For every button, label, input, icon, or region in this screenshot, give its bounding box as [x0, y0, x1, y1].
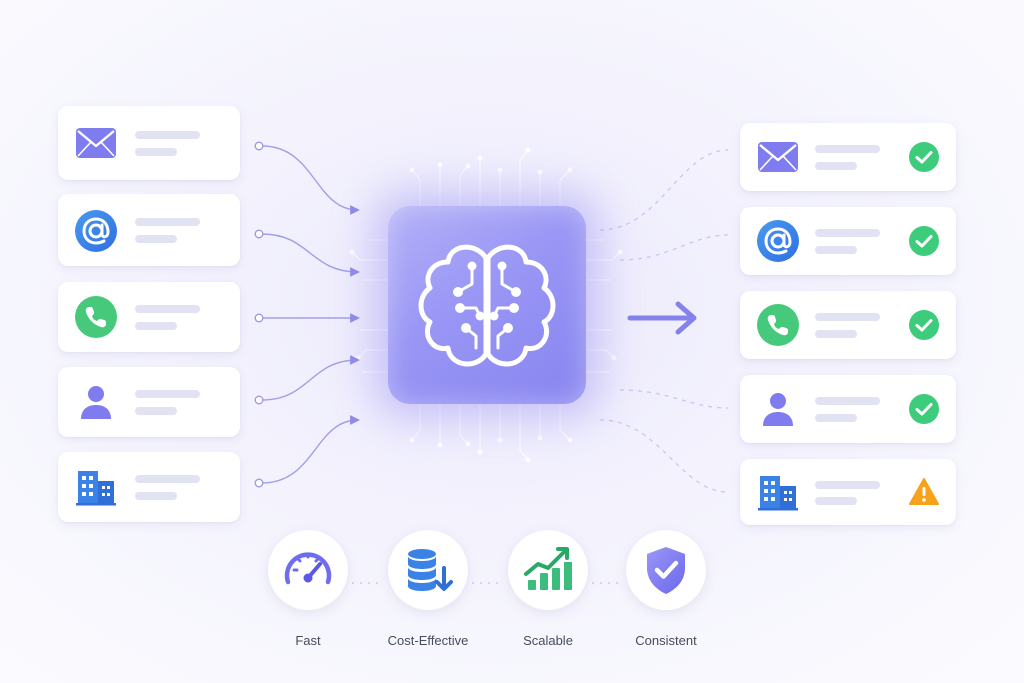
input-card-building — [58, 452, 240, 522]
output-card-at-sign — [740, 207, 956, 275]
person-icon — [81, 386, 111, 419]
output-card-phone — [740, 291, 956, 359]
text-placeholder-line — [815, 481, 880, 489]
person-icon — [763, 393, 793, 426]
check-icon — [909, 226, 939, 256]
input-card-at-sign — [58, 194, 240, 266]
text-placeholder-line — [135, 305, 200, 313]
input-card-person — [58, 367, 240, 437]
text-placeholder-line — [815, 313, 880, 321]
shield-check-icon — [647, 547, 685, 594]
input-card-phone — [58, 282, 240, 352]
text-placeholder-line — [815, 397, 880, 405]
feature-label: Cost-Effective — [387, 633, 469, 648]
building-icon — [758, 476, 798, 511]
building-icon — [76, 471, 116, 506]
at-sign-icon — [757, 220, 799, 262]
feature-icon-circle — [388, 530, 468, 610]
feature-label: Consistent — [635, 633, 697, 648]
text-placeholder-line — [815, 229, 880, 237]
check-icon — [909, 310, 939, 340]
text-placeholder-line — [135, 148, 177, 156]
text-placeholder-line — [135, 235, 177, 243]
feature-label: Scalable — [523, 633, 573, 648]
text-placeholder-line — [815, 497, 857, 505]
brain-chip-icon — [418, 244, 556, 367]
feature-icon-circle — [626, 530, 706, 610]
text-placeholder-line — [135, 492, 177, 500]
output-card-email — [740, 123, 956, 191]
feature-consistent: Consistent — [591, 530, 741, 648]
phone-icon — [757, 304, 799, 346]
warning-icon — [909, 478, 939, 505]
growth-chart-icon — [524, 547, 572, 590]
text-placeholder-line — [135, 475, 200, 483]
phone-icon — [75, 296, 117, 338]
text-placeholder-line — [815, 145, 880, 153]
mail-icon — [758, 142, 798, 172]
feature-icon-circle — [508, 530, 588, 610]
mail-icon — [76, 128, 116, 158]
text-placeholder-line — [135, 322, 177, 330]
ai-chip — [388, 206, 586, 404]
check-icon — [909, 394, 939, 424]
text-placeholder-line — [135, 131, 200, 139]
database-down-icon — [408, 549, 453, 591]
text-placeholder-line — [815, 162, 857, 170]
feature-cost-effective: Cost-Effective — [353, 530, 503, 648]
text-placeholder-line — [135, 390, 200, 398]
at-sign-icon — [75, 210, 117, 252]
feature-scalable: Scalable — [473, 530, 623, 648]
input-card-email — [58, 106, 240, 180]
feature-icon-circle — [268, 530, 348, 610]
text-placeholder-line — [815, 330, 857, 338]
text-placeholder-line — [815, 414, 857, 422]
text-placeholder-line — [815, 246, 857, 254]
speedometer-icon — [284, 552, 332, 585]
feature-label: Fast — [295, 633, 321, 648]
check-icon — [909, 142, 939, 172]
feature-fast: Fast — [233, 530, 383, 648]
text-placeholder-line — [135, 407, 177, 415]
text-placeholder-line — [135, 218, 200, 226]
output-card-person — [740, 375, 956, 443]
output-card-building — [740, 459, 956, 525]
